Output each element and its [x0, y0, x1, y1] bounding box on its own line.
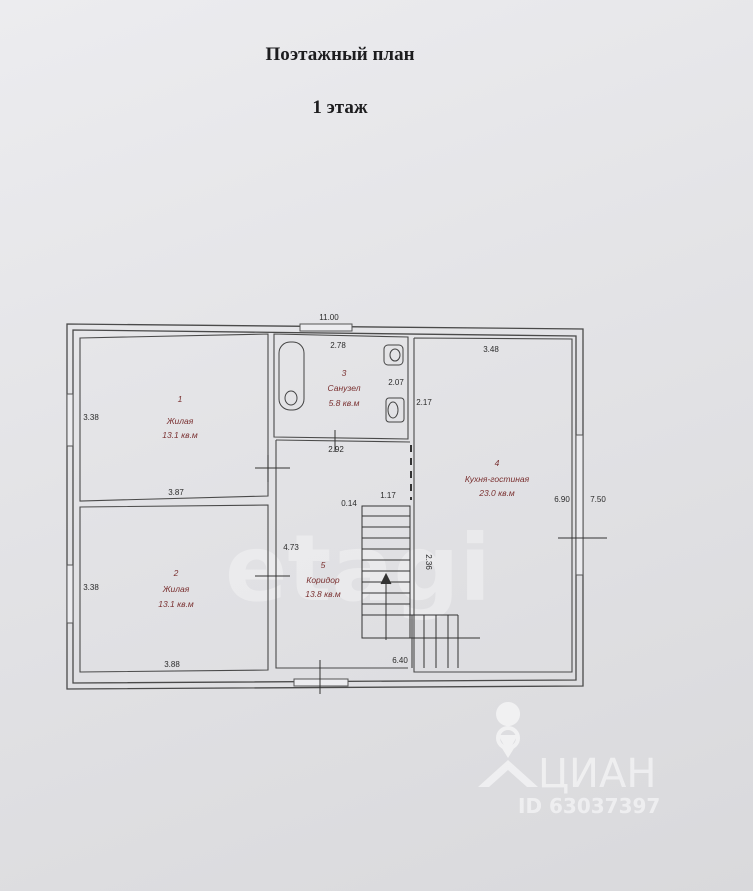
dim-bath-width: 2.78 [330, 341, 346, 350]
door-marks [255, 430, 607, 694]
room-4-number: 4 [495, 458, 500, 468]
dim-room1-depth: 3.38 [83, 413, 99, 422]
windows [66, 323, 584, 687]
room-1-number: 1 [178, 394, 183, 404]
room-4-area: 23.0 кв.м [478, 488, 515, 498]
floor-title: 1 этаж [312, 97, 368, 118]
dim-room1-width: 3.87 [168, 488, 184, 497]
sink-icon [383, 344, 404, 366]
room-1-area: 13.1 кв.м [162, 430, 198, 440]
location-pin-icon [496, 702, 521, 758]
dim-stair-width: 1.17 [380, 491, 396, 500]
dim-stair-run: 2.36 [424, 554, 433, 570]
watermark-text: etagi [225, 515, 491, 622]
staircase [361, 505, 480, 668]
room-3-area: 5.8 кв.м [329, 398, 360, 408]
dim-bottom-right: 6.40 [392, 656, 408, 665]
dim-overall-width: 11.00 [319, 313, 339, 322]
room-2-number: 2 [173, 568, 179, 578]
cian-logo-text: ЦИАН [538, 751, 656, 797]
listing-id: ID 63037397 [518, 794, 660, 818]
room-5-area: 13.8 кв.м [305, 589, 341, 599]
dim-room2-width: 3.88 [164, 660, 180, 669]
roof-icon [478, 760, 538, 787]
dim-corridor-top: 2.92 [328, 445, 344, 454]
dim-room2-depth: 3.38 [83, 583, 99, 592]
toilet-icon [385, 397, 405, 423]
dim-corridor-depth: 4.73 [283, 543, 299, 552]
bathtub-icon [278, 341, 305, 411]
room-1-name: Жилая [166, 416, 194, 426]
room-3-number: 3 [342, 368, 347, 378]
dim-kitchen-width: 3.48 [483, 345, 499, 354]
bathroom-fixtures [278, 341, 405, 423]
dim-overall-depth: 7.50 [590, 495, 606, 504]
dim-bath-wall: 2.17 [416, 398, 432, 407]
plan-title: Поэтажный план [265, 44, 415, 65]
svg-text:etagi: etagi [225, 515, 491, 622]
interior-walls [79, 333, 573, 673]
room-5-number: 5 [321, 560, 326, 570]
dim-stair-offset: 0.14 [341, 499, 357, 508]
room-2-area: 13.1 кв.м [158, 599, 194, 609]
room-3-name: Санузел [328, 383, 361, 393]
cian-watermark: ЦИАН ID 63037397 [478, 702, 660, 818]
room-5-name: Коридор [306, 575, 340, 585]
dim-bath-depth: 2.07 [388, 378, 404, 387]
dimension-labels: 11.00 2.78 2.07 2.17 2.92 3.48 6.90 7.50… [83, 313, 606, 669]
room-4-name: Кухня-гостиная [465, 474, 530, 484]
dim-kitchen-depth: 6.90 [554, 495, 570, 504]
room-2-name: Жилая [162, 584, 190, 594]
room-labels: 1 Жилая 13.1 кв.м 2 Жилая 13.1 кв.м 3 Са… [158, 368, 529, 609]
